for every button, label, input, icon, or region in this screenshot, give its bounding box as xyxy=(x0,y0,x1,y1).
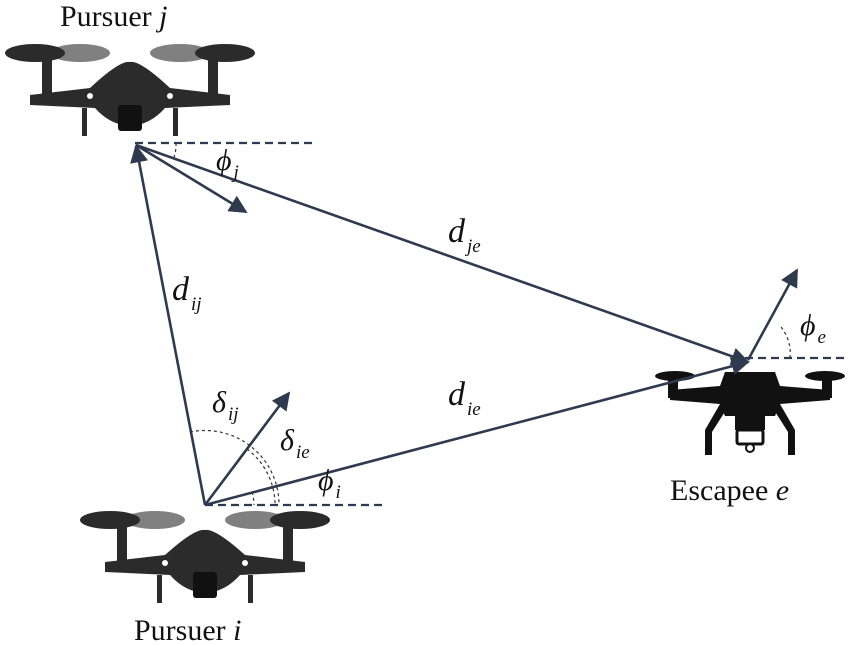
angle-arc-phi-j xyxy=(172,142,177,161)
label-escapee: Escapee e xyxy=(670,474,789,507)
heading-vector-j xyxy=(135,143,248,214)
vector-d-ij xyxy=(130,144,207,506)
angle-arc-delta-ie xyxy=(246,448,276,506)
escapee-drone-icon xyxy=(655,371,845,455)
vector-d-je xyxy=(135,143,750,366)
pursuer-i-drone-icon xyxy=(80,511,330,603)
angle-arc-delta-ij xyxy=(189,429,280,506)
label-pursuer-j: Pursuer j xyxy=(60,0,168,33)
heading-vector-e xyxy=(746,268,799,361)
angle-arc-phi-i xyxy=(251,491,255,506)
label-pursuer-i: Pursuer i xyxy=(134,614,242,645)
angle-arc-phi-e xyxy=(780,326,791,359)
vector-d-ie xyxy=(204,357,750,507)
pursuer-j-drone-icon xyxy=(5,44,255,136)
